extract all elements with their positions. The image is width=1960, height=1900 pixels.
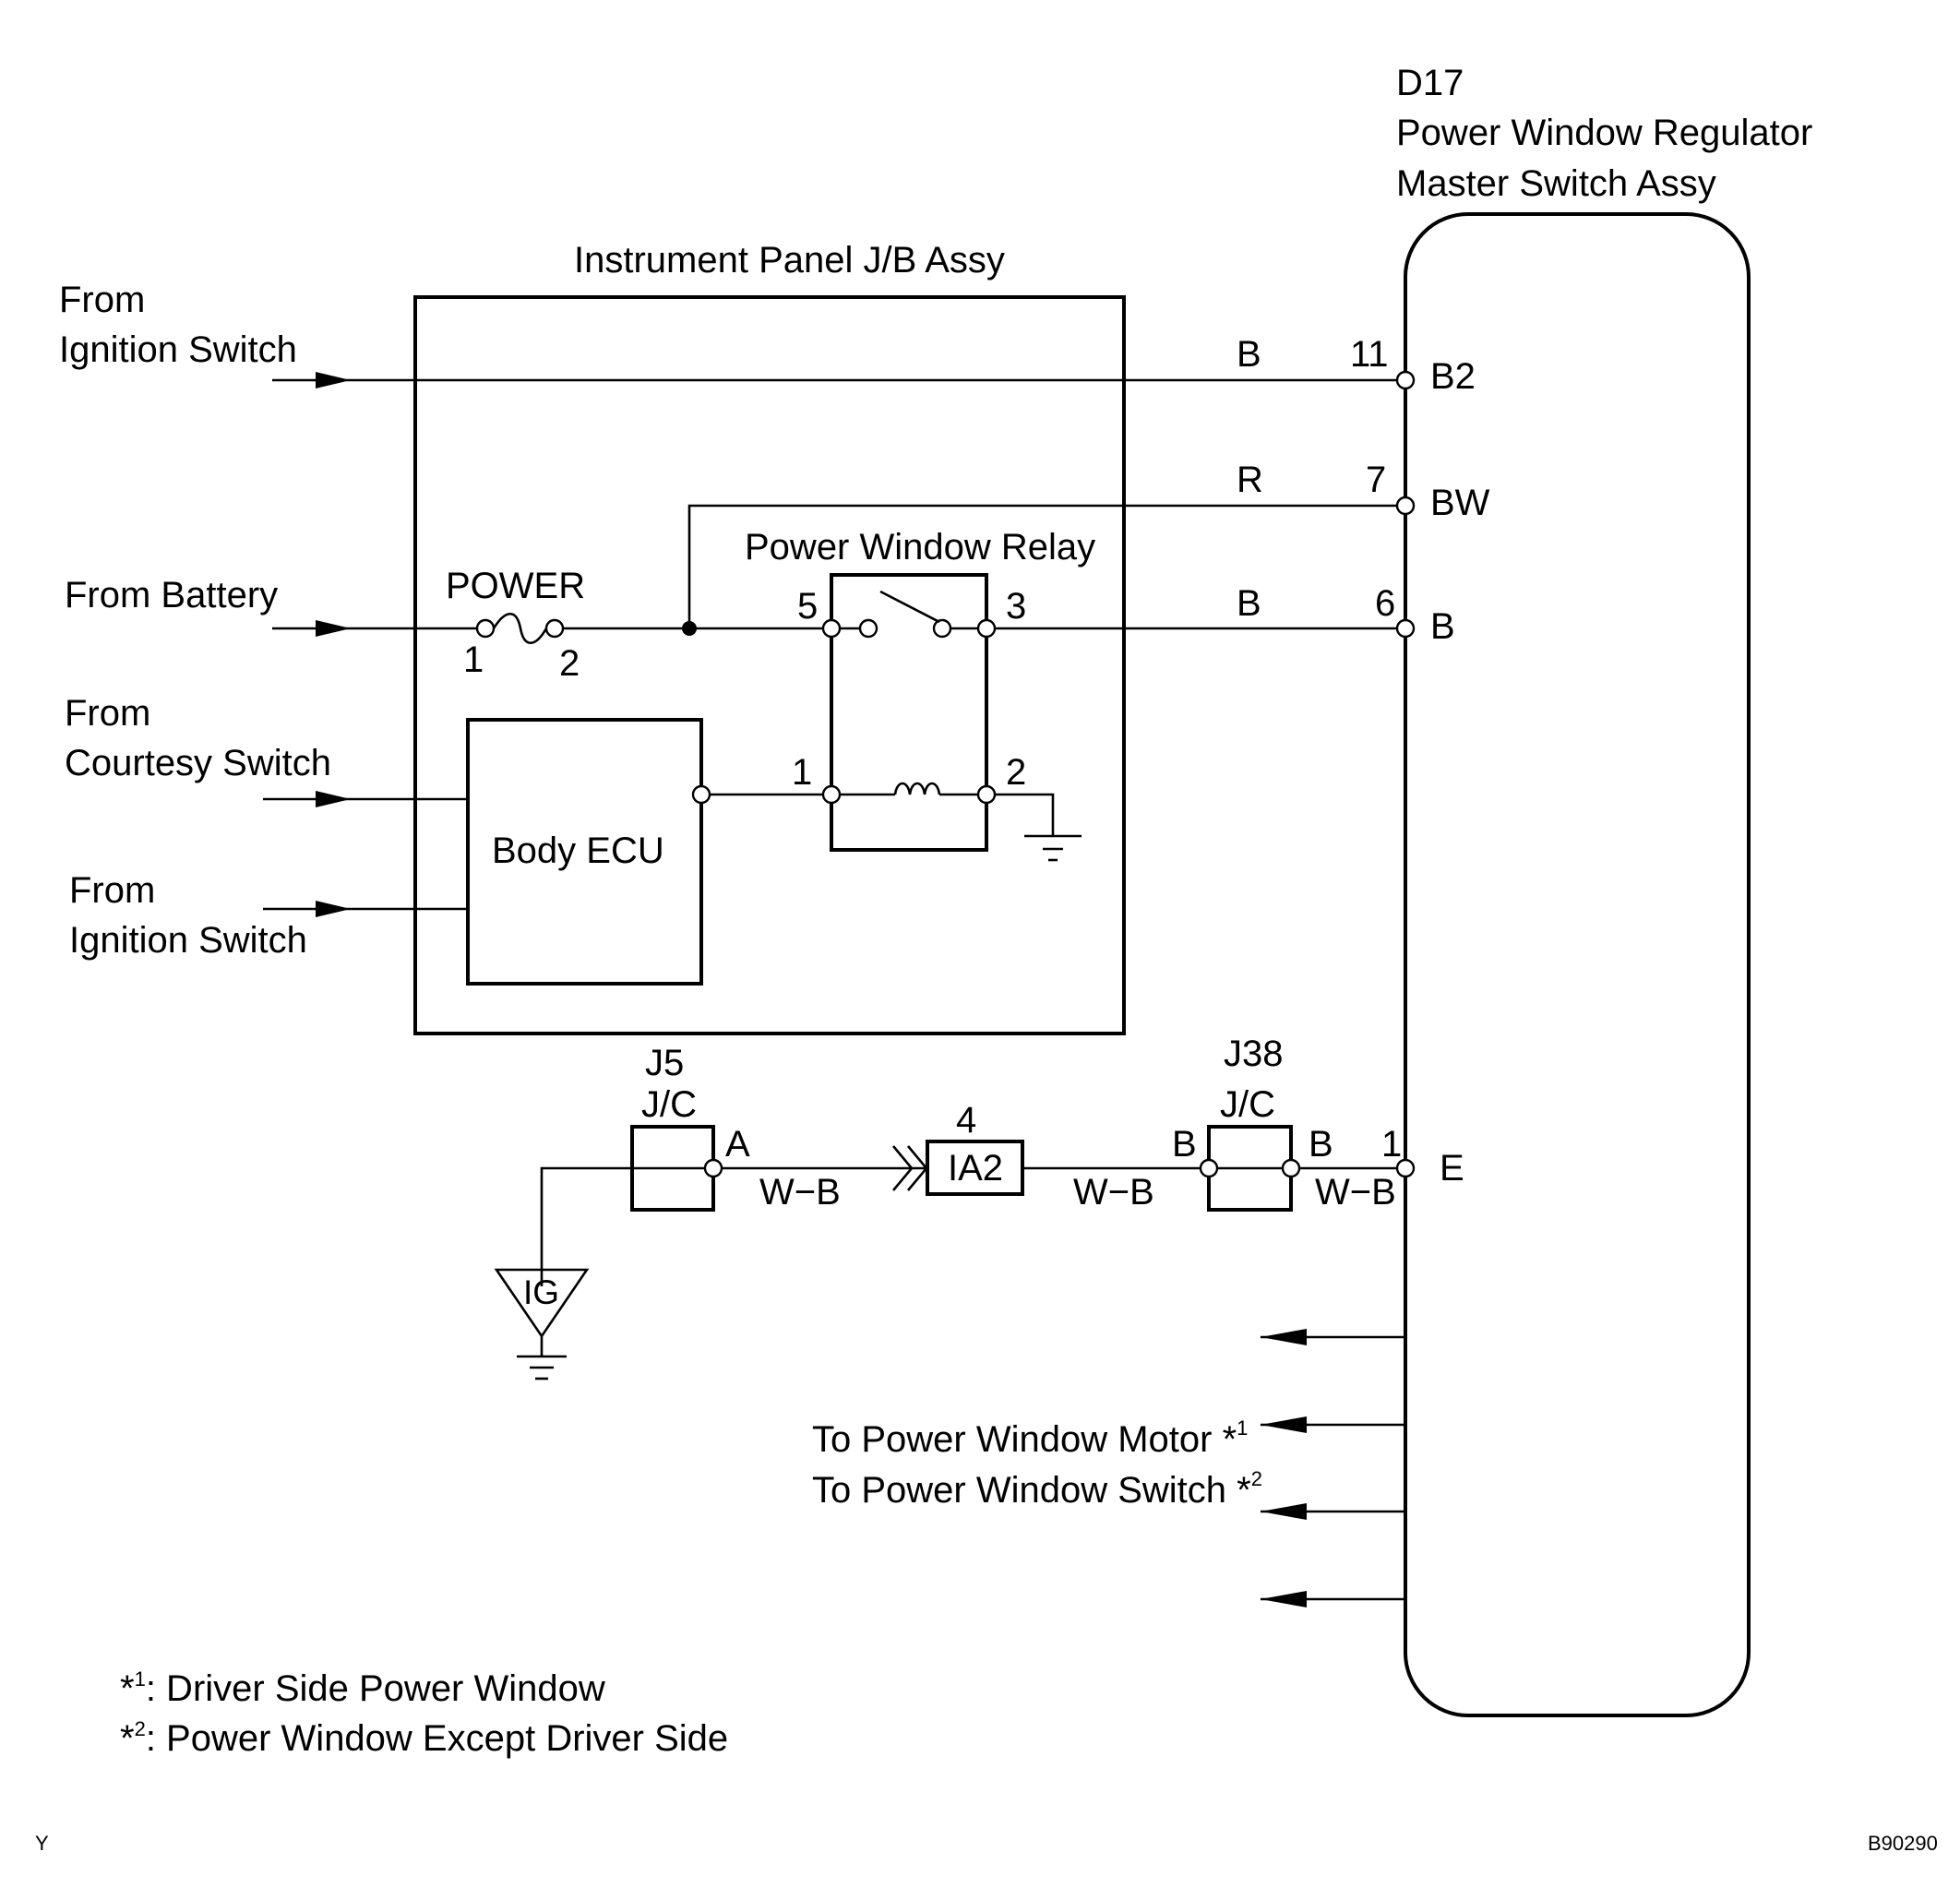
corner-mark-left: Y xyxy=(35,1832,49,1855)
wire-courtesy xyxy=(263,791,468,807)
wire-color-wb-2: W−B xyxy=(1073,1172,1154,1213)
wire-color-b2: B xyxy=(1237,334,1261,375)
connector-chevron-icon xyxy=(892,1145,914,1191)
body-ecu-label: Body ECU xyxy=(492,831,664,871)
input-ignition2-label-line1: From xyxy=(69,870,155,911)
input-ignition-label-line2: Ignition Switch xyxy=(59,329,297,370)
ig-ground-label: IG xyxy=(523,1273,559,1311)
ig-ground-point-icon xyxy=(494,1268,590,1339)
output-arrows xyxy=(1261,1329,1405,1607)
ia2-code: IA2 xyxy=(948,1148,1003,1189)
terminal-e: E xyxy=(1440,1148,1464,1189)
master-switch-name-line2: Master Switch Assy xyxy=(1396,163,1716,204)
fuse-pin-2: 2 xyxy=(559,643,580,684)
j38-type: J/C xyxy=(1220,1084,1275,1125)
ia2-connector xyxy=(926,1140,1024,1196)
footnote-2: *2: Power Window Except Driver Side xyxy=(120,1717,728,1759)
master-switch-assy: D17 Power Window Regulator Master Switch… xyxy=(1396,63,1812,1717)
pin-number-11: 11 xyxy=(1350,334,1389,375)
wire-color-bw: R xyxy=(1237,460,1263,500)
input-ignition-label-line1: From xyxy=(59,280,145,320)
relay-pin-5: 5 xyxy=(797,586,818,627)
jb-title: Instrument Panel J/B Assy xyxy=(574,240,1005,281)
j5-code: J5 xyxy=(645,1043,684,1083)
input-ignition2-label-line2: Ignition Switch xyxy=(69,920,307,961)
power-fuse: POWER 1 2 xyxy=(446,566,585,684)
wire-color-wb-3: W−B xyxy=(1315,1172,1396,1213)
pin-number-1: 1 xyxy=(1381,1124,1402,1165)
fuse-name: POWER xyxy=(446,566,585,606)
wire-battery: B 6 B xyxy=(272,583,1455,647)
j38-pin-out: B xyxy=(1309,1124,1333,1165)
output-motor-label: To Power Window Motor *1 xyxy=(812,1416,1248,1460)
output-arrow-icon xyxy=(1261,1591,1307,1607)
output-switch-footnote-mark: 2 xyxy=(1251,1467,1262,1490)
terminal-b: B xyxy=(1430,606,1455,647)
relay-name: Power Window Relay xyxy=(745,527,1095,568)
input-arrow-icon xyxy=(316,901,351,917)
power-window-relay: Power Window Relay 5 3 1 2 xyxy=(745,527,1095,852)
fuse-pin-1: 1 xyxy=(463,639,484,680)
relay-pin-1: 1 xyxy=(792,752,812,793)
wire-bw: R 7 BW xyxy=(687,460,1490,628)
j38-code: J38 xyxy=(1224,1034,1284,1074)
master-switch-code: D17 xyxy=(1396,63,1464,103)
input-courtesy-label-line1: From xyxy=(65,693,150,734)
relay-ground xyxy=(995,793,1082,862)
splice-point xyxy=(682,621,697,636)
j5-type: J/C xyxy=(641,1084,697,1125)
ground-path: J5 J/C A W−B IA2 4 W−B J38 J/C B B W−B 1… xyxy=(494,1034,1464,1380)
output-switch-label: To Power Window Switch *2 xyxy=(812,1467,1262,1511)
fuse-icon xyxy=(492,612,548,645)
terminal-b2: B2 xyxy=(1430,356,1476,397)
input-arrow-icon xyxy=(316,372,351,388)
relay-pin-2: 2 xyxy=(1006,752,1026,793)
input-arrow-icon xyxy=(316,620,351,637)
output-arrow-icon xyxy=(1261,1329,1307,1345)
j5-pin-a: A xyxy=(725,1124,750,1165)
terminal-bw: BW xyxy=(1430,483,1490,523)
j38-pin-in: B xyxy=(1172,1124,1197,1165)
wire-color-wb-1: W−B xyxy=(759,1172,841,1213)
master-switch-name-line1: Power Window Regulator xyxy=(1396,113,1812,153)
jb-box xyxy=(413,295,1126,1035)
relay-switch-contact-icon xyxy=(879,590,940,624)
wire-ignition-ecu xyxy=(263,901,468,917)
instrument-panel-jb: Instrument Panel J/B Assy xyxy=(413,240,1126,1035)
body-ecu-box xyxy=(466,718,703,986)
footnote-1: *1: Driver Side Power Window xyxy=(120,1667,605,1709)
pin-number-7: 7 xyxy=(1366,460,1386,500)
relay-pin-3: 3 xyxy=(1006,586,1026,627)
ia2-pin-4: 4 xyxy=(956,1100,976,1141)
input-courtesy-label-line2: Courtesy Switch xyxy=(65,743,331,783)
pin-number-6: 6 xyxy=(1375,583,1395,624)
output-motor-footnote-mark: 1 xyxy=(1237,1416,1248,1440)
relay-coil-icon xyxy=(893,782,941,795)
master-switch-body xyxy=(1404,212,1751,1717)
output-arrow-icon xyxy=(1261,1503,1307,1520)
drawing-id: B90290 xyxy=(1868,1832,1938,1855)
output-arrow-icon xyxy=(1261,1416,1307,1433)
body-ecu: Body ECU xyxy=(466,718,823,986)
relay-box xyxy=(830,573,988,852)
wire-color-b: B xyxy=(1237,583,1261,624)
input-battery-label: From Battery xyxy=(65,575,278,615)
input-arrow-icon xyxy=(316,791,351,807)
wire-ignition-b2: B 11 B2 xyxy=(272,334,1476,397)
